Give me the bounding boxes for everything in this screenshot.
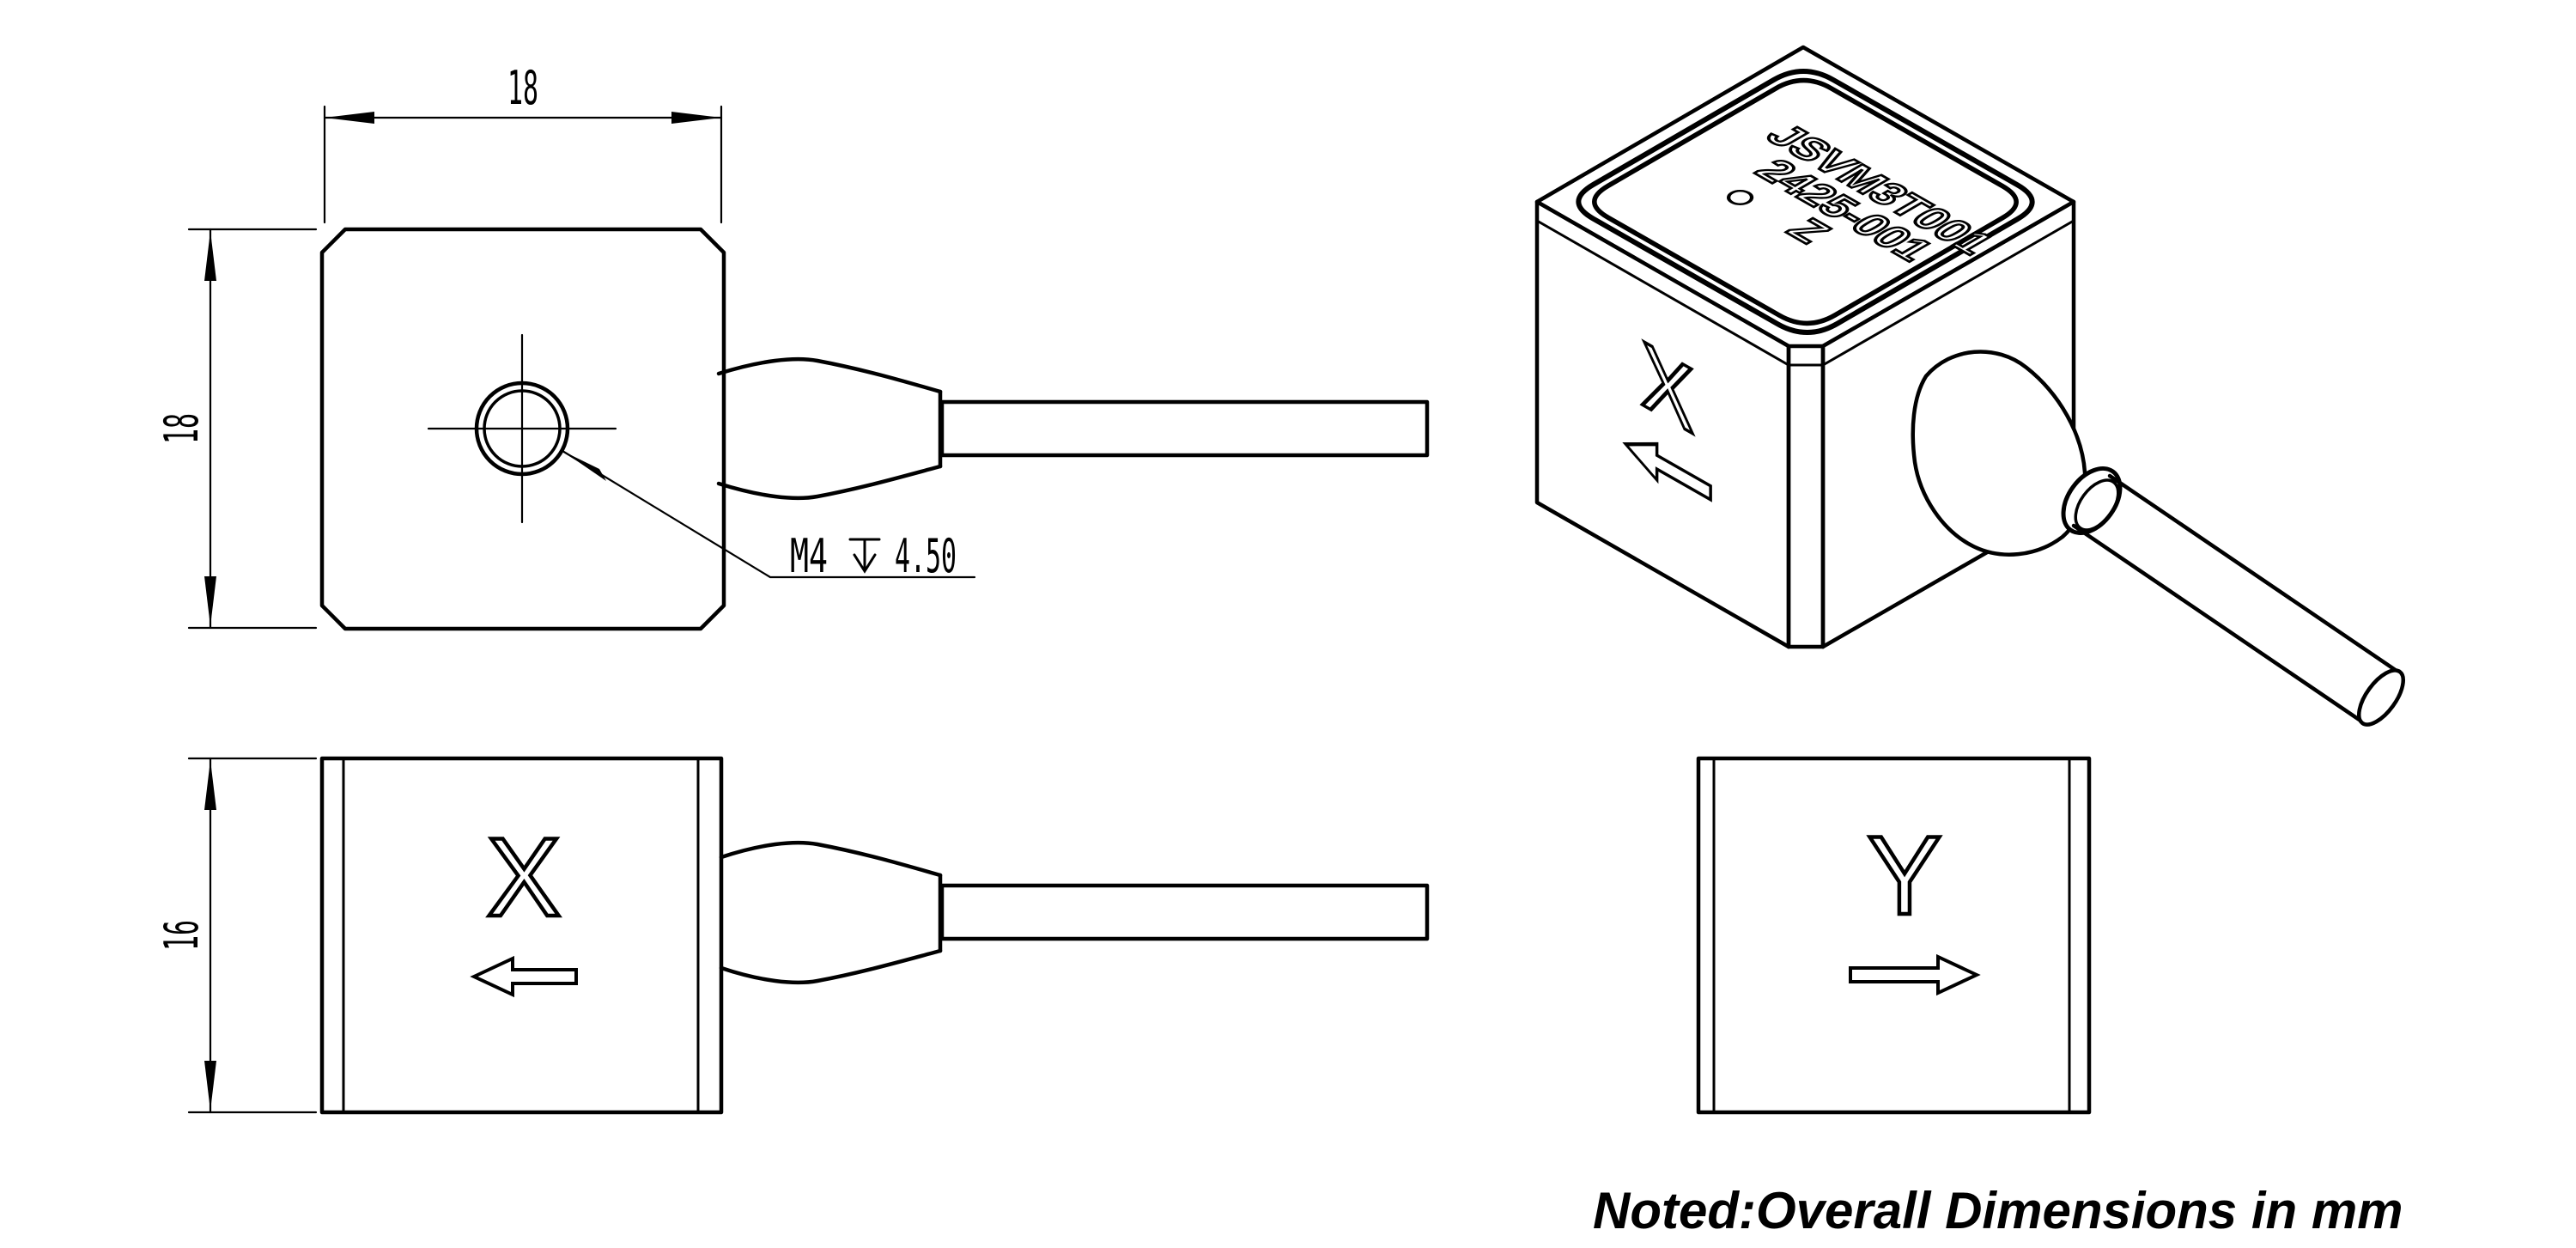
iso-cable [1911,350,2405,727]
side-view: Y [1696,756,2092,1115]
thread-callout: M4 4.50 [561,449,976,583]
iso-front-chamfer [1786,344,1826,649]
thread-size-label: M4 [790,529,828,583]
top-view: 18 18 M4 4.50 [155,61,1430,631]
front-height-dimension: 16 [155,757,318,1114]
boot-top-outline [716,356,943,394]
dim-arrow-up-icon [204,231,216,281]
dim-arrow-down-icon [204,576,216,626]
side-view-axis-label: Y [1868,813,1942,938]
depth-symbol-icon [848,538,881,574]
iso-cable-bottom-edge [2071,523,2366,725]
iso-lid-seam [1536,219,2075,367]
dim-arrow-left-icon [325,112,374,124]
front-view-body-outline [319,756,724,1115]
dim-arrow-right-icon [671,112,721,124]
boot-top-outline [719,840,943,878]
boot-bottom-outline [719,948,943,985]
boot-bottom-outline [716,464,943,501]
iso-cable-end-cap [2357,668,2405,727]
drawing-note: Noted:Overall Dimensions in mm [1593,1182,2403,1239]
iso-view: JSVM3T001 2425-001 Z X [1534,45,2405,727]
iso-cable-top-edge [2107,473,2402,675]
front-view-cable [719,840,1430,985]
thread-depth-value: 4.50 [895,529,957,583]
hole-centerlines [427,333,617,524]
dim-arrow-down-icon [204,1061,216,1111]
cable-run [939,399,1430,458]
dim-arrow-up-icon [204,760,216,810]
y-axis-arrow-icon [1849,953,1981,996]
top-face-engraved-border [1576,69,2035,335]
height-dimension: 18 [155,228,318,630]
width-dimension-value: 18 [507,61,538,115]
x-axis-arrow-icon [470,955,578,998]
front-view-axis-label: X [487,814,562,940]
front-height-dimension-value: 16 [155,920,209,951]
iso-boot-blob [1911,350,2087,557]
side-view-body-outline [1696,756,2092,1115]
iso-x-axis-arrow-icon [1622,441,1712,502]
height-dimension-value: 18 [155,413,209,444]
width-dimension: 18 [323,61,723,224]
leader-line [561,449,976,579]
marking-dot-icon [1726,189,1754,205]
leader-arrowhead-icon [562,451,606,481]
top-view-cable [716,356,1430,501]
cable-run [939,883,1430,941]
front-view: X 16 [155,756,1430,1115]
